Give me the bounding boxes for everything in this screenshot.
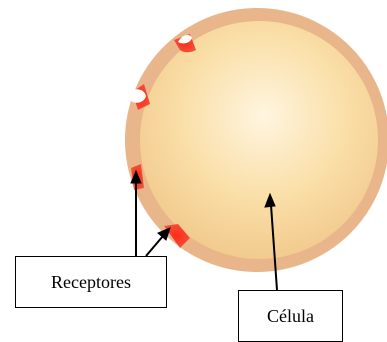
cell-cytoplasm xyxy=(140,21,378,259)
arrow-receptor-2 xyxy=(146,228,170,256)
cell-label: Célula xyxy=(238,290,343,342)
receptors-label: Receptores xyxy=(15,256,167,308)
